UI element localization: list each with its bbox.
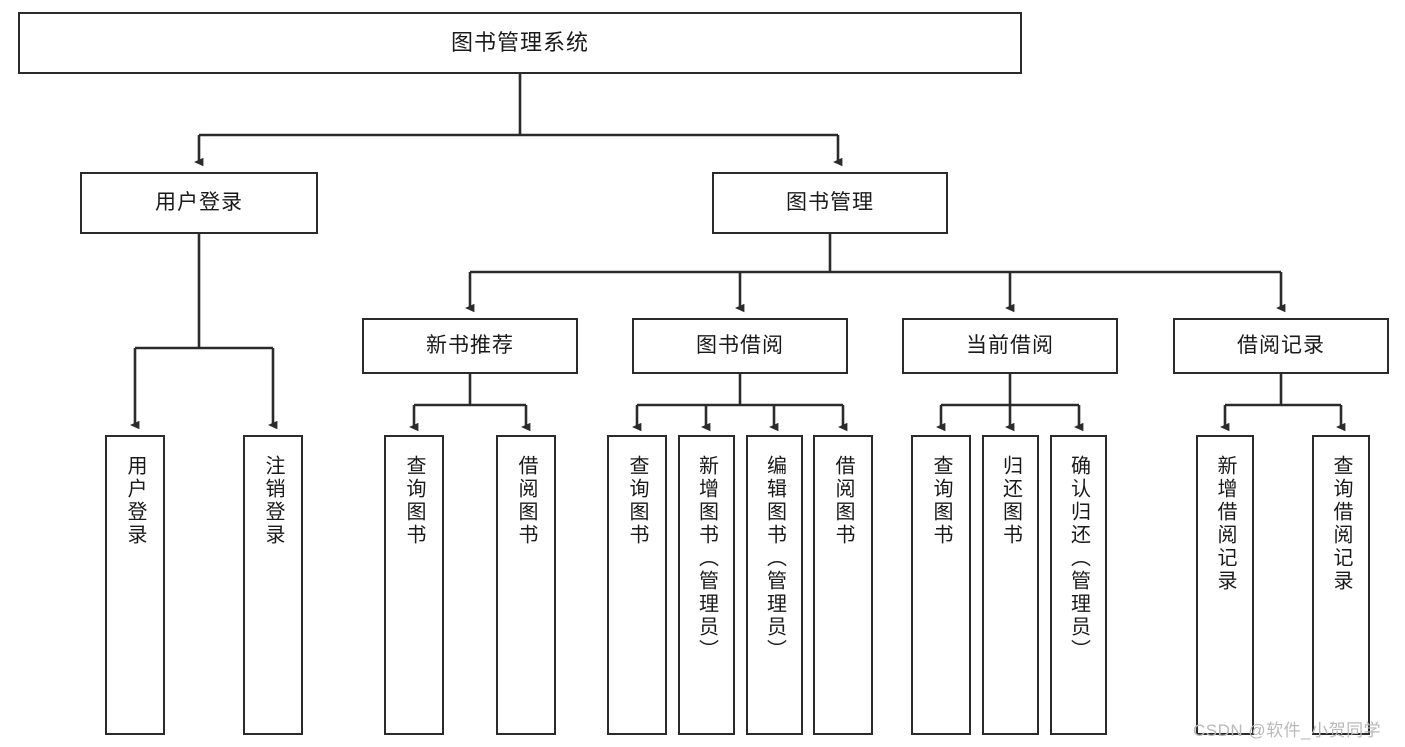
leaf-record-query-borrow-record[interactable]: 查询借阅记录 — [1312, 435, 1370, 735]
node-current-borrow[interactable]: 当前借阅 — [902, 318, 1118, 374]
node-borrow-record[interactable]: 借阅记录 — [1173, 318, 1389, 374]
leaf-label: 新增借阅记录 — [1214, 455, 1236, 593]
leaf-user-logout[interactable]: 注销登录 — [243, 435, 303, 735]
node-label: 新书推荐 — [426, 334, 514, 358]
leaf-label: 查询图书 — [403, 455, 425, 547]
leaf-user-login-do[interactable]: 用户登录 — [105, 435, 165, 735]
leaf-borrow-borrow-book[interactable]: 借阅图书 — [813, 435, 873, 735]
watermark: CSDN @软件_小贺同学 — [1193, 721, 1382, 740]
node-book-management[interactable]: 图书管理 — [712, 172, 948, 234]
leaf-label: 编辑图书（管理员） — [763, 455, 786, 662]
node-label: 图书管理 — [786, 191, 874, 215]
node-book-borrow[interactable]: 图书借阅 — [632, 318, 848, 374]
node-label: 图书管理系统 — [450, 29, 589, 55]
node-label: 图书借阅 — [696, 334, 784, 358]
leaf-label: 借阅图书 — [515, 455, 537, 547]
node-label: 借阅记录 — [1237, 334, 1325, 358]
node-root-book-management-system[interactable]: 图书管理系统 — [18, 12, 1022, 74]
leaf-recommend-query-book[interactable]: 查询图书 — [384, 435, 444, 735]
leaf-label: 用户登录 — [124, 455, 146, 547]
leaf-current-confirm-return-admin[interactable]: 确认归还（管理员） — [1050, 435, 1107, 735]
leaf-recommend-borrow-book[interactable]: 借阅图书 — [496, 435, 556, 735]
leaf-label: 借阅图书 — [832, 455, 854, 547]
node-user-login[interactable]: 用户登录 — [80, 172, 318, 234]
node-label: 当前借阅 — [966, 334, 1054, 358]
leaf-label: 归还图书 — [999, 455, 1022, 547]
leaf-label: 查询图书 — [626, 455, 648, 547]
leaf-label: 注销登录 — [262, 455, 284, 547]
leaf-current-query-book[interactable]: 查询图书 — [911, 435, 971, 735]
leaf-label: 查询图书 — [930, 455, 952, 547]
leaf-record-add-borrow-record[interactable]: 新增借阅记录 — [1196, 435, 1254, 735]
leaf-borrow-edit-book-admin[interactable]: 编辑图书（管理员） — [746, 435, 803, 735]
leaf-borrow-add-book-admin[interactable]: 新增图书（管理员） — [678, 435, 735, 735]
leaf-borrow-query-book[interactable]: 查询图书 — [607, 435, 667, 735]
leaf-label: 查询借阅记录 — [1330, 455, 1352, 593]
leaf-current-return-book[interactable]: 归还图书 — [982, 435, 1039, 735]
leaf-label: 新增图书（管理员） — [695, 455, 718, 662]
leaf-label: 确认归还（管理员） — [1067, 455, 1090, 662]
node-new-book-recommend[interactable]: 新书推荐 — [362, 318, 578, 374]
node-label: 用户登录 — [155, 191, 243, 215]
